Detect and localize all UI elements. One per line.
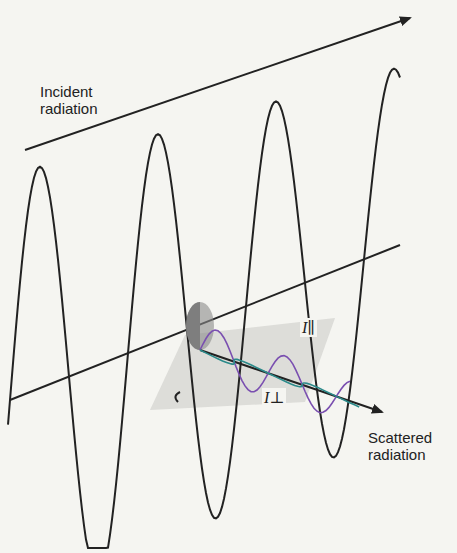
incident-wave [8,69,400,548]
scattering-particle-body [186,302,214,350]
scattered-direction-arrow [200,350,382,412]
parallel-intensity-label: I∥ [300,318,317,337]
incident-direction-arrow [25,18,410,150]
parallel-component-wave [200,330,350,413]
angle-mark [175,392,180,402]
scattered-label: Scattered radiation [366,428,452,464]
perpendicular-intensity-label: I⊥ [262,388,286,407]
incident-label: Incident radiation [38,82,114,118]
perpendicular-component-wave [200,350,359,407]
